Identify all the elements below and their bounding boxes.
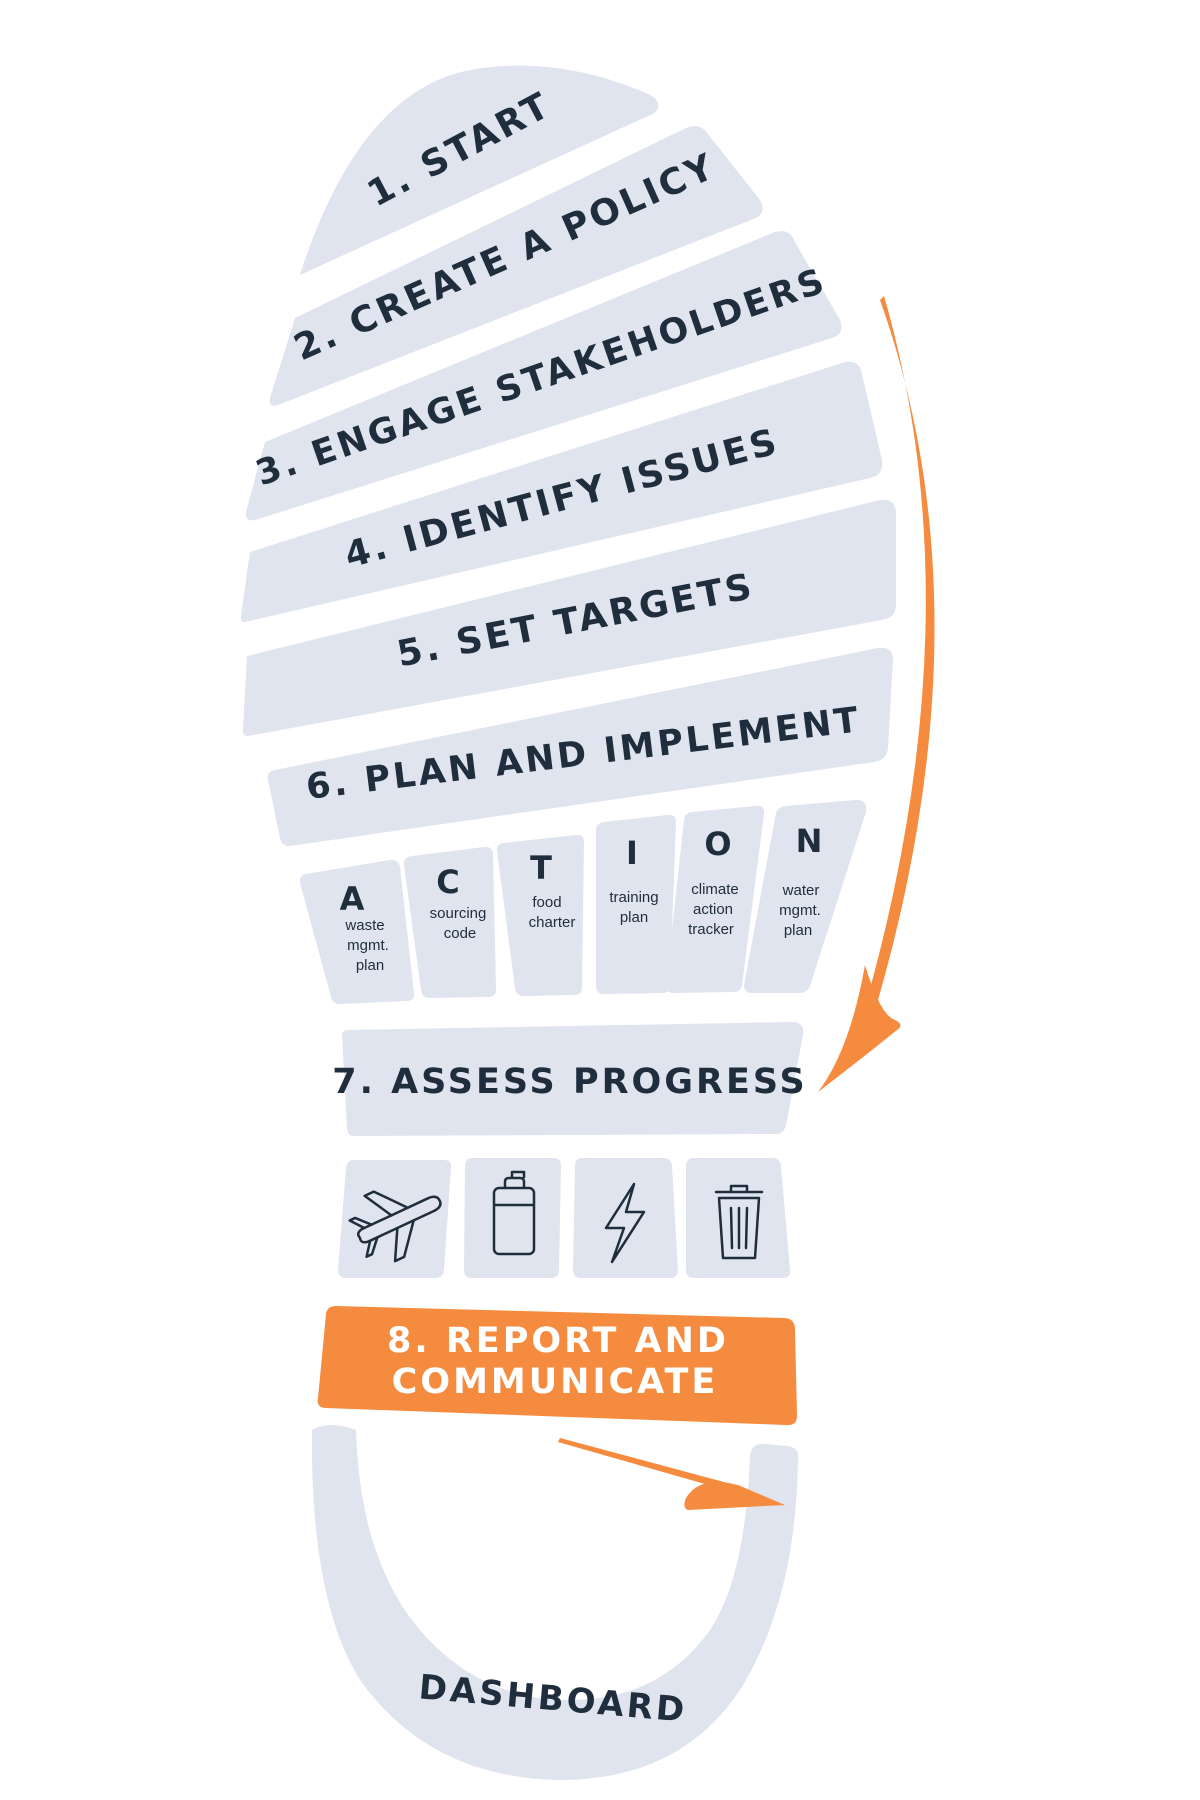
- step-8-label-line2: COMMUNICATE: [392, 1362, 719, 1402]
- progress-box-canister: [464, 1158, 561, 1278]
- action-letter-c: C: [436, 863, 459, 901]
- action-label-a-line3: plan: [356, 957, 384, 974]
- action-letter-o: O: [704, 825, 731, 863]
- step-4-band: [240, 361, 883, 623]
- action-label-n-line1: water: [782, 882, 820, 899]
- progress-box-airplane: [338, 1160, 452, 1278]
- trash-bin-icon: [714, 1184, 764, 1260]
- action-letter-t: T: [530, 849, 552, 887]
- dashboard-heel: DASHBOARD: [311, 1425, 799, 1780]
- action-column-c: [403, 846, 496, 998]
- step-8-report-communicate: 8. REPORT AND COMMUNICATE: [317, 1306, 797, 1426]
- action-column-o: [666, 805, 765, 993]
- action-label-o-line1: climate: [691, 881, 739, 898]
- step-1-band: [300, 65, 659, 275]
- step-2-band: [269, 126, 763, 406]
- step-6-band: [267, 647, 893, 847]
- step-8-label-line1: 8. REPORT AND: [387, 1321, 729, 1361]
- dashboard-arrow-icon: [558, 1438, 785, 1510]
- action-letter-a: A: [340, 880, 365, 918]
- dashboard-band: [311, 1425, 799, 1780]
- action-label-t-line2: charter: [529, 914, 576, 931]
- step-7-assess-progress: 7. ASSESS PROGRESS: [332, 1022, 808, 1136]
- action-label-t-line1: food: [532, 894, 561, 911]
- action-label-c-line1: sourcing: [430, 905, 487, 922]
- action-label-c-line2: code: [444, 925, 477, 942]
- lightning-icon: [604, 1182, 646, 1264]
- action-label-o-line2: action: [693, 901, 733, 918]
- action-column-n: [744, 799, 867, 993]
- action-label-a-line2: mgmt.: [347, 937, 389, 954]
- action-column-a: [299, 859, 415, 1004]
- progress-box-lightning: [573, 1158, 678, 1278]
- action-column-t: [496, 834, 584, 996]
- step-3-band: [245, 231, 842, 521]
- action-column-i: [596, 814, 676, 994]
- step-7-label: 7. ASSESS PROGRESS: [332, 1062, 808, 1102]
- action-columns: A C T I O N waste mgmt. plan sourcing co…: [299, 799, 867, 1004]
- action-letter-n: N: [796, 822, 823, 860]
- action-label-o-line3: tracker: [688, 921, 734, 938]
- action-letter-i: I: [626, 834, 638, 872]
- progress-arrow-icon: [818, 296, 935, 1092]
- fuel-canister-icon: [492, 1170, 536, 1256]
- action-label-n-line3: plan: [784, 922, 812, 939]
- action-label-a-line1: waste: [344, 917, 384, 934]
- step-7-band: [342, 1022, 804, 1136]
- step-5-band: [242, 499, 896, 737]
- action-label-n-line2: mgmt.: [779, 902, 821, 919]
- airplane-icon: [348, 1190, 442, 1263]
- action-label-i-line1: training: [609, 889, 658, 906]
- progress-icons: [338, 1158, 791, 1278]
- action-label-i-line2: plan: [620, 909, 648, 926]
- step-8-band: [317, 1306, 797, 1426]
